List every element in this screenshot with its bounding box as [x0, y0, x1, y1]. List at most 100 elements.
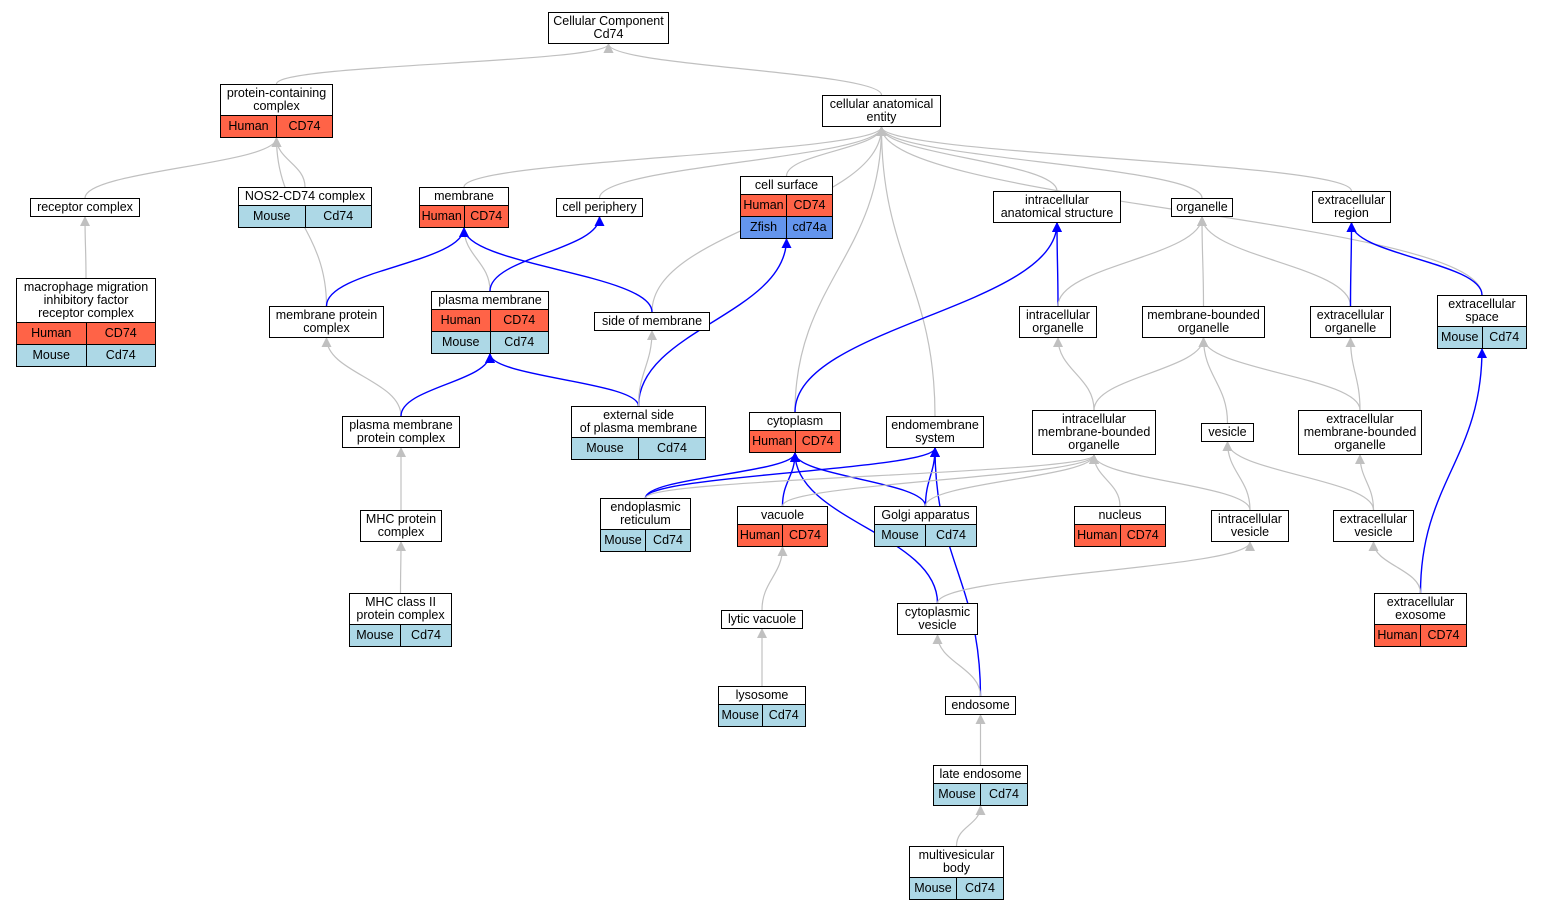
go-term-node[interactable]: intracellular anatomical structure [993, 191, 1121, 223]
go-term-label: vacuole [760, 508, 805, 522]
species-cell[interactable]: Mouse [239, 206, 305, 227]
species-cell[interactable]: Human [741, 195, 786, 216]
go-term-node[interactable]: vesicle [1201, 423, 1254, 442]
part-of-edge [1419, 348, 1487, 594]
gene-cell[interactable]: Cd74 [1481, 327, 1526, 348]
species-cell[interactable]: Mouse [875, 525, 925, 546]
is-a-edge [1089, 454, 1251, 511]
gene-cell[interactable]: CD74 [276, 116, 332, 137]
go-term-node[interactable]: membrane-bounded organelle [1142, 306, 1265, 338]
gene-cell[interactable]: Cd74 [925, 525, 976, 546]
go-term-node[interactable]: receptor complex [30, 198, 140, 217]
species-cell[interactable]: Mouse [910, 878, 956, 899]
gene-cell[interactable]: CD74 [489, 310, 548, 331]
gene-cell[interactable]: CD74 [794, 431, 840, 452]
is-a-edge [876, 126, 936, 417]
go-term-label: membrane-bounded organelle [1147, 308, 1260, 335]
gene-cell[interactable]: CD74 [1420, 625, 1466, 646]
go-term-label: endoplasmic reticulum [610, 500, 681, 527]
gene-cell[interactable]: Cd74 [85, 345, 155, 366]
go-term-node[interactable]: MHC protein complex [360, 510, 442, 542]
species-cell[interactable]: Human [738, 525, 782, 546]
go-term-node[interactable]: macrophage migration inhibitory factor r… [16, 278, 156, 367]
species-cell[interactable]: Mouse [601, 530, 645, 551]
go-term-node[interactable]: lytic vacuole [721, 610, 803, 629]
go-term-node[interactable]: endosome [945, 696, 1016, 715]
species-cell[interactable]: Human [432, 310, 490, 331]
go-term-node[interactable]: side of membrane [594, 312, 710, 331]
go-term-node[interactable]: organelle [1171, 198, 1233, 217]
gene-cell[interactable]: Cd74 [489, 332, 548, 353]
part-of-edge [790, 452, 927, 507]
go-term-node[interactable]: intracellular organelle [1019, 306, 1097, 338]
go-term-node[interactable]: membrane protein complex [269, 306, 384, 338]
go-term-node[interactable]: endomembrane system [886, 416, 984, 448]
species-cell[interactable]: Zfish [741, 217, 786, 238]
species-cell[interactable]: Human [750, 431, 795, 452]
gene-cell[interactable]: CD74 [85, 323, 155, 344]
species-cell[interactable]: Human [420, 206, 464, 227]
go-term-label: external side of plasma membrane [579, 408, 698, 435]
go-term-node[interactable]: extracellular vesicle [1333, 510, 1414, 542]
go-term-node[interactable]: plasma membrane protein complex [342, 416, 460, 448]
gene-cell[interactable]: Cd74 [761, 705, 805, 726]
go-term-node[interactable]: extracellular organelle [1310, 306, 1391, 338]
gene-cell[interactable]: Cd74 [304, 206, 371, 227]
go-term-node[interactable]: extracellular membrane-bounded organelle [1298, 410, 1422, 455]
species-cell[interactable]: Human [1075, 525, 1120, 546]
gene-cell[interactable]: Cd74 [980, 784, 1027, 805]
part-of-edge [325, 227, 469, 307]
species-cell[interactable]: Mouse [432, 332, 490, 353]
species-cell[interactable]: Human [17, 323, 86, 344]
go-term-node[interactable]: cellular anatomical entity [822, 95, 941, 127]
gene-cell[interactable]: Cd74 [956, 878, 1003, 899]
species-cell[interactable]: Mouse [934, 784, 980, 805]
gene-cell[interactable]: CD74 [1119, 525, 1165, 546]
gene-cell[interactable]: Cd74 [645, 530, 690, 551]
go-term-node[interactable]: extracellular region [1312, 191, 1391, 223]
go-term-node[interactable]: Cellular Component Cd74 [548, 12, 669, 44]
part-of-edge [485, 353, 640, 407]
gene-cell[interactable]: Cd74 [638, 438, 705, 459]
species-cell[interactable]: Mouse [17, 345, 86, 366]
go-term-label: protein-containing complex [226, 86, 327, 113]
species-cell[interactable]: Mouse [572, 438, 638, 459]
species-cell[interactable]: Human [221, 116, 276, 137]
gene-cell[interactable]: CD74 [782, 525, 827, 546]
go-term-node[interactable]: intracellular vesicle [1211, 510, 1289, 542]
species-cell[interactable]: Mouse [719, 705, 762, 726]
is-a-edge [761, 546, 788, 611]
species-cell[interactable]: Mouse [350, 625, 400, 646]
is-a-edge [876, 126, 1353, 192]
species-cell[interactable]: Mouse [1438, 327, 1482, 348]
species-cell[interactable]: Human [1375, 625, 1420, 646]
gene-cell[interactable]: cd74a [786, 217, 832, 238]
gene-cell[interactable]: CD74 [463, 206, 508, 227]
gene-cell[interactable]: Cd74 [400, 625, 451, 646]
go-term-node[interactable]: cytoplasmic vesicle [897, 603, 978, 635]
gene-cell[interactable]: CD74 [786, 195, 832, 216]
go-term-node[interactable]: intracellular membrane-bounded organelle [1032, 410, 1156, 455]
is-a-edge [1053, 337, 1095, 411]
go-term-node[interactable]: cell periphery [556, 198, 643, 217]
